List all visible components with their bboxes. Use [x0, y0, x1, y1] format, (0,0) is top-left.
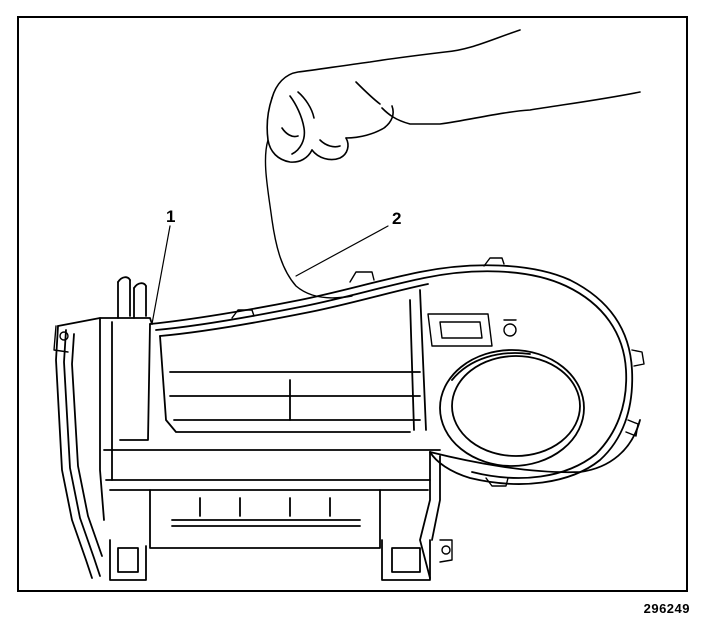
hand-illustration [266, 29, 641, 163]
callout-1-leader [151, 225, 171, 325]
wire [264, 139, 353, 299]
seam-clips [231, 257, 645, 487]
figure-number: 296249 [643, 601, 690, 616]
bracket-detail [427, 313, 517, 347]
blower-opening [439, 349, 585, 467]
figure-frame [17, 16, 688, 592]
hvac-housing [55, 264, 641, 581]
callout-2: 2 [392, 209, 401, 228]
mounting-tab [53, 325, 453, 563]
callout-1: 1 [166, 207, 175, 226]
callout-2-leader [295, 225, 389, 277]
